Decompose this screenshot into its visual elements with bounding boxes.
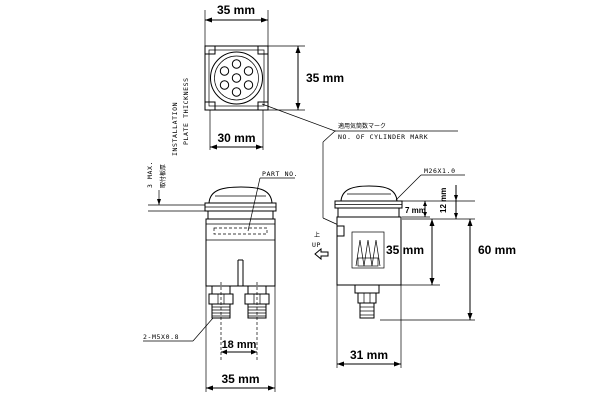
top-width-label: 35 mm — [217, 3, 255, 17]
side-view: 上 UP M26X1.0 7 mm 12 mm 35 mm 60 mm — [312, 167, 516, 368]
dim-7-label: 7 mm — [405, 206, 426, 215]
front-width-label: 35 mm — [221, 372, 259, 386]
dim-12-label: 12 mm — [439, 188, 448, 213]
up-en: UP — [312, 241, 321, 249]
front-view: 3 MAX. 取付板厚 INSTALLATION PLATE THICKNESS… — [143, 77, 298, 392]
dim-35-label: 35 mm — [386, 243, 424, 257]
dim-60-label: 60 mm — [478, 243, 516, 257]
top-inner-width-label: 30 mm — [217, 131, 255, 145]
max-label: 3 MAX. — [146, 161, 154, 188]
top-view: 35 mm 35 mm 30 mm — [204, 3, 344, 150]
side-thread-label: M26X1.0 — [424, 167, 456, 175]
part-no-label: PART NO. — [262, 170, 298, 178]
thickness-en-1: INSTALLATION — [171, 102, 179, 156]
front-thread-label: 2-M5X0.8 — [143, 333, 179, 341]
up-jp: 上 — [314, 231, 320, 239]
side-width-label: 31 mm — [350, 348, 388, 362]
cylinder-mark-jp: 適用気筒数マーク — [338, 122, 386, 130]
thickness-jp: 取付板厚 — [159, 164, 167, 188]
cylinder-mark-note: 適用気筒数マーク NO. OF CYLINDER MARK — [322, 122, 458, 229]
terminal-spacing-label: 18 mm — [222, 339, 257, 351]
thickness-en-2: PLATE THICKNESS — [182, 77, 190, 145]
top-height-label: 35 mm — [306, 71, 344, 85]
cylinder-mark-en: NO. OF CYLINDER MARK — [338, 133, 428, 141]
